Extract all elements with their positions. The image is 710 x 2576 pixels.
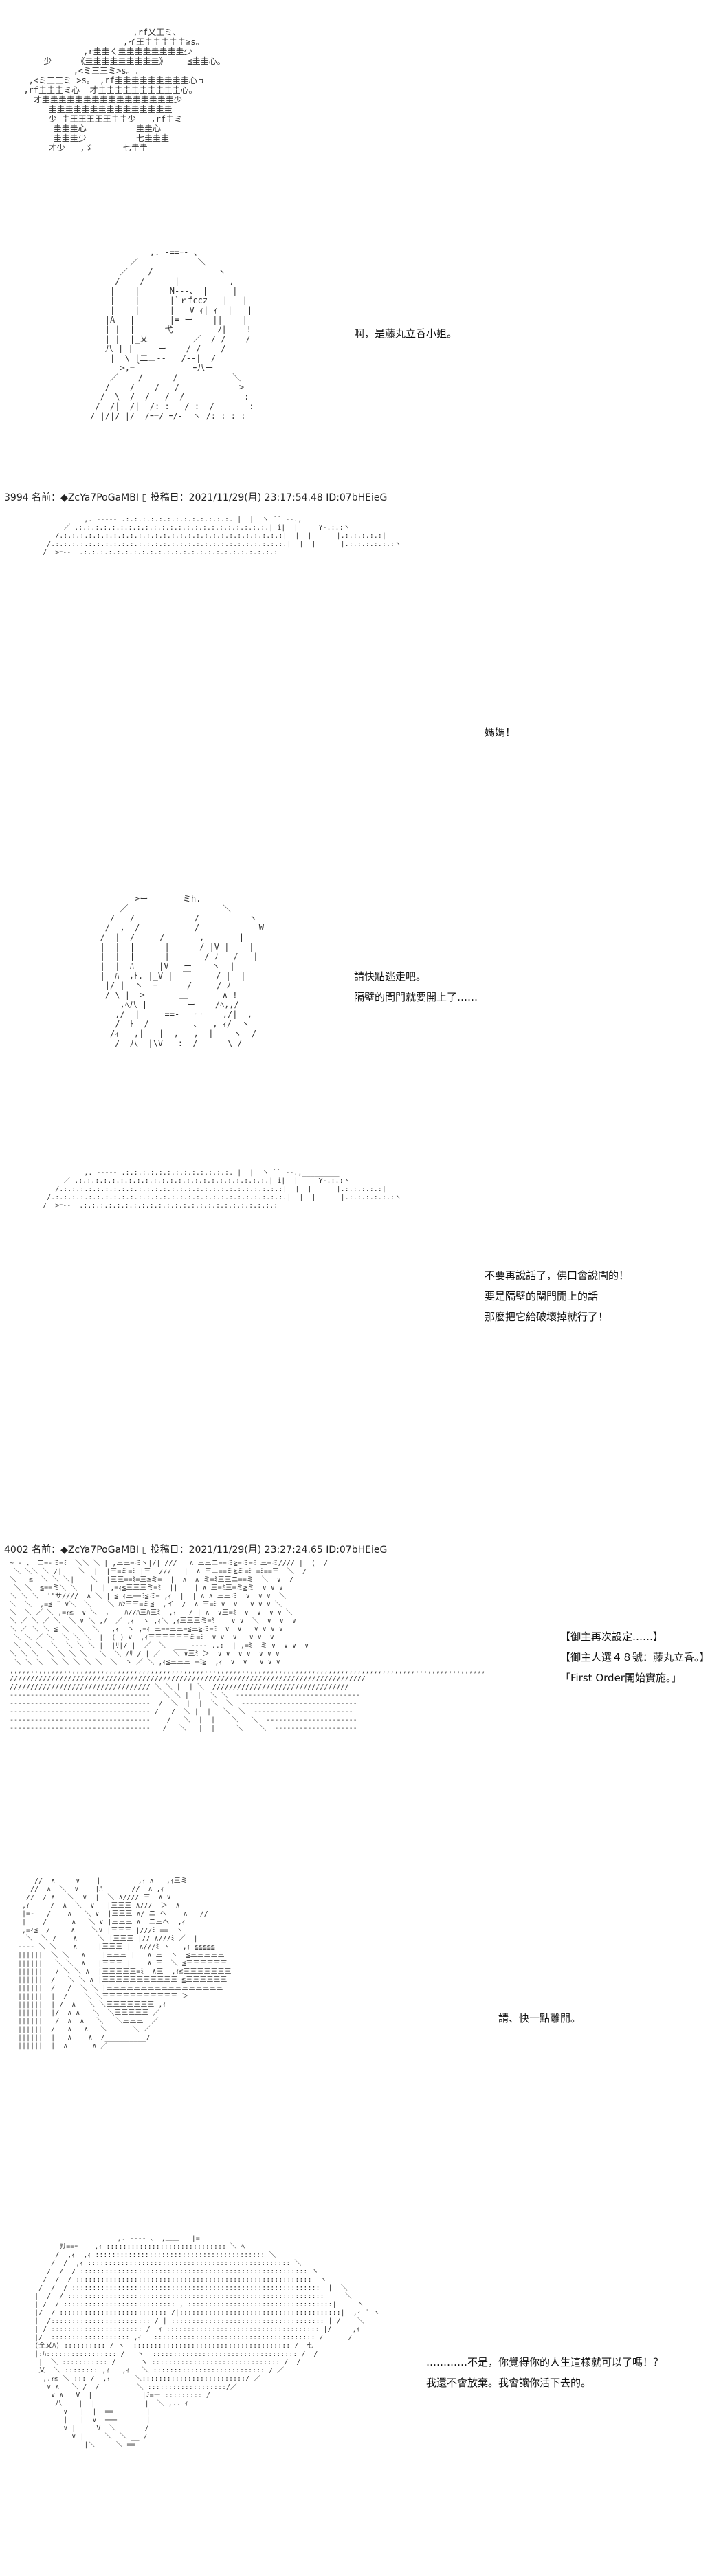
ascii-art-character-closeup: ,. ---- 、 ,＿＿__ |= ｦﾅ==ｰ ,ｨ ::::::::::::… [34,2235,380,2449]
dialogue-line: …………不是，你覺得你的人生這樣就可以了嗎！？ [426,2356,664,2368]
panel-4: >ー ミh. ／ ＼ / / / ヽ / , / / W / | / / , |… [0,887,710,1162]
post-header: 3994 名前：◆ZcYa7PoGaMBI ▯ 投稿日：2021/11/29(月… [4,492,388,503]
ascii-art-armored-figure: // ∧ ∨ | ,ｨ ∧ ,ｨ三ミ // ∧ ＼ ∨ |ﾊ // ∧ ,ｨ /… [18,1877,232,2050]
dialogue-line: 不要再說話了，佛口會說閘的！ [485,1269,630,1282]
dialogue-line: 「First Order開始實施。」 [560,1672,682,1684]
panel-2: ,. -==ｰ- 、 ／ ＼ ／ / ヽ / / | , | | N---、 |… [0,227,710,488]
dialogue-line: 請、快一點離開。 [498,2012,581,2024]
panel-3: 3994 名前：◆ZcYa7PoGaMBI ▯ 投稿日：2021/11/29(月… [0,488,710,887]
panel-8: ,. ---- 、 ,＿＿__ |= ｦﾅ==ｰ ,ｨ ::::::::::::… [0,2221,710,2576]
dialogue-box: 請快點逃走吧。 隔壁的閘門就要開上了…… [354,966,478,1007]
ascii-art-crowd-scene: ,. ----- .:.:.:.:.:.:.:.:.:.:.:.:.:. | |… [14,516,515,739]
dialogue-box: 【御主再次設定……】 【御主人選４８號：藤丸立香。】 「First Order開… [560,1626,710,1688]
dialogue-box: 啊，是藤丸立香小姐。 [354,323,457,344]
dialogue-box: …………不是，你覺得你的人生這樣就可以了嗎！？ 我還不會放棄。我會讓你活下去的。 [426,2352,663,2393]
dialogue-line: 【御主人選４８號：藤丸立香。】 [560,1651,710,1663]
ascii-art-battle-scene: ~ ‐ 、 ニ=-ミ=ﾐ ＼＼ ＼ | ,三三=ミヽ|/| /// ∧ 三三ニ=… [10,1560,486,1732]
ascii-art-title-stamp: ,rf乂王ミ、 ,イ王圭圭圭圭圭≧s。 ,r圭圭ㄑ圭圭圭圭圭圭圭圭少 少 《圭圭… [23,28,225,153]
dialogue-box: 不要再說話了，佛口會說閘的！ 要是隔壁的閘門開上的話 那麼把它給破壞掉就行了！ [485,1265,629,1327]
post-header: 4002 名前：◆ZcYa7PoGaMBI ▯ 投稿日：2021/11/29(月… [4,1544,388,1556]
dialogue-line: 啊，是藤丸立香小姐。 [354,327,458,340]
panel-6: 4002 名前：◆ZcYa7PoGaMBI ▯ 投稿日：2021/11/29(月… [0,1540,710,1864]
dialogue-line: 隔壁的閘門就要開上了…… [354,991,478,1003]
dialogue-line: 那麼把它給破壞掉就行了！ [485,1311,609,1323]
dialogue-line: 要是隔壁的閘門開上的話 [485,1290,599,1302]
dialogue-box: 媽媽！ [485,722,515,743]
dialogue-line: 【御主再次設定……】 [560,1630,664,1643]
ascii-art-character-portrait: >ー ミh. ／ ＼ / / / ヽ / , / / W / | / / , |… [100,894,264,1048]
ascii-art-crowd-scene: ,. ----- .:.:.:.:.:.:.:.:.:.:.:.:.:. | |… [14,1169,629,1323]
panel-1: ,rf乂王ミ、 ,イ王圭圭圭圭圭≧s。 ,r圭圭ㄑ圭圭圭圭圭圭圭圭少 少 《圭圭… [0,0,710,227]
dialogue-line: 我還不會放棄。我會讓你活下去的。 [426,2377,592,2389]
panel-5: ,. ----- .:.:.:.:.:.:.:.:.:.:.:.:.:. | |… [0,1162,710,1540]
dialogue-line: 請快點逃走吧。 [354,970,427,983]
ascii-art-character-portrait: ,. -==ｰ- 、 ／ ＼ ／ / ヽ / / | , | | N---、 |… [90,248,254,421]
panel-7: // ∧ ∨ | ,ｨ ∧ ,ｨ三ミ // ∧ ＼ ∨ |ﾊ // ∧ ,ｨ /… [0,1864,710,2221]
dialogue-line: 媽媽！ [485,726,516,739]
dialogue-box: 請、快一點離開。 [498,2008,581,2029]
